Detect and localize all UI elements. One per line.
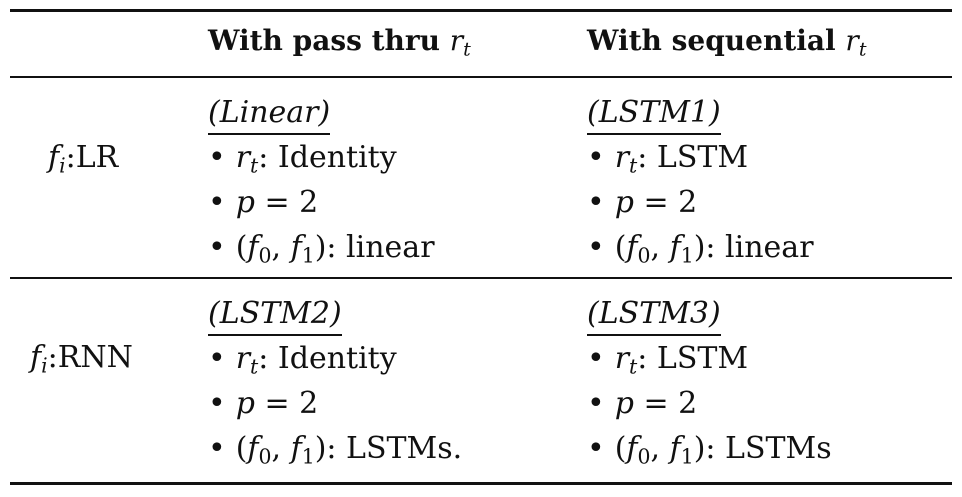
row-label-rnn-var: f <box>30 340 42 375</box>
f-line: •(f0, f1): LSTMs <box>587 426 832 471</box>
rt-value: LSTM <box>656 341 749 376</box>
p-line: •p = 2 <box>587 180 814 225</box>
p-value: 2 <box>678 386 698 421</box>
header-pass-thru: With pass thru rt <box>208 24 471 61</box>
header-pass-thru-var: r <box>449 24 464 57</box>
p-value: 2 <box>299 386 319 421</box>
top-rule <box>10 9 952 12</box>
p-line: •p = 2 <box>208 381 462 426</box>
row-label-rnn-text: :RNN <box>47 340 133 375</box>
f-line: •(f0, f1): linear <box>587 225 814 270</box>
bullet-icon: • <box>587 140 605 175</box>
header-pass-thru-sub: t <box>463 38 471 61</box>
rt-line: •rt: Identity <box>208 336 462 381</box>
p-value: 2 <box>678 185 698 220</box>
rt-line: •rt: LSTM <box>587 336 832 381</box>
cell-title: (LSTM2) <box>208 295 342 336</box>
cell-title: (Linear) <box>208 94 331 135</box>
rt-value: Identity <box>277 341 397 376</box>
rt-line: •rt: Identity <box>208 135 435 180</box>
p-line: •p = 2 <box>587 381 832 426</box>
bullet-icon: • <box>587 431 605 466</box>
row-label-lr-sub: i <box>59 153 66 178</box>
bullet-icon: • <box>208 341 226 376</box>
bullet-icon: • <box>208 230 226 265</box>
header-rule <box>10 76 952 78</box>
row-label-rnn: fi:RNN <box>30 340 133 378</box>
bullet-icon: • <box>587 230 605 265</box>
f-line: •(f0, f1): linear <box>208 225 435 270</box>
row-label-lr-var: f <box>48 140 60 175</box>
rt-value: LSTM <box>656 140 749 175</box>
p-line: •p = 2 <box>208 180 435 225</box>
cell-title: (LSTM1) <box>587 94 721 135</box>
bullet-icon: • <box>587 386 605 421</box>
cell-lstm1: (LSTM1) •rt: LSTM •p = 2 •(f0, f1): line… <box>587 90 814 270</box>
f-value: LSTMs <box>725 431 832 466</box>
p-value: 2 <box>299 185 319 220</box>
header-sequential-text: With sequential <box>587 24 846 57</box>
bullet-icon: • <box>208 386 226 421</box>
f-line: •(f0, f1): LSTMs. <box>208 426 462 471</box>
header-sequential: With sequential rt <box>587 24 867 61</box>
header-sequential-var: r <box>845 24 859 57</box>
header-sequential-sub: t <box>858 38 867 61</box>
cell-title: (LSTM3) <box>587 295 721 336</box>
f-value: LSTMs. <box>346 431 463 466</box>
f-value: linear <box>346 230 435 265</box>
cell-lstm2: (LSTM2) •rt: Identity •p = 2 •(f0, f1): … <box>208 291 462 471</box>
bullet-icon: • <box>587 185 605 220</box>
f-value: linear <box>725 230 814 265</box>
middle-rule <box>10 277 952 279</box>
cell-lstm3: (LSTM3) •rt: LSTM •p = 2 •(f0, f1): LSTM… <box>587 291 832 471</box>
row-label-rnn-sub: i <box>41 353 48 378</box>
rt-value: Identity <box>277 140 397 175</box>
header-pass-thru-text: With pass thru <box>208 24 450 57</box>
bullet-icon: • <box>208 140 226 175</box>
bullet-icon: • <box>587 341 605 376</box>
rt-line: •rt: LSTM <box>587 135 814 180</box>
row-label-lr: fi:LR <box>48 140 119 178</box>
bottom-rule <box>10 482 952 485</box>
cell-linear: (Linear) •rt: Identity •p = 2 •(f0, f1):… <box>208 90 435 270</box>
row-label-lr-text: :LR <box>65 140 119 175</box>
bullet-icon: • <box>208 431 226 466</box>
bullet-icon: • <box>208 185 226 220</box>
